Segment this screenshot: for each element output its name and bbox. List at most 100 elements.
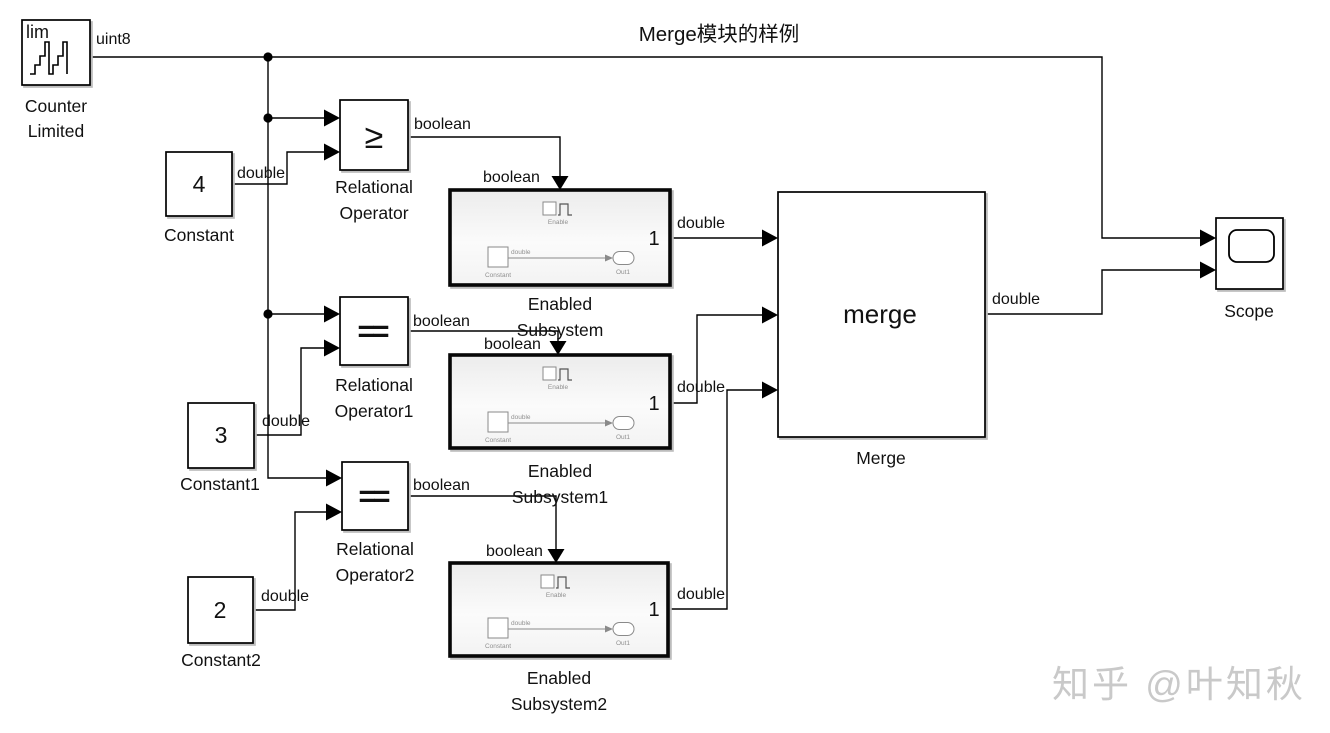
arrowhead-merge-in3 (762, 381, 778, 399)
signal-label-boolean-es1-enable: boolean (484, 336, 541, 353)
mini-out-label: Out1 (616, 269, 630, 276)
mini-out-label: Out1 (616, 434, 630, 441)
mini-arrowhead (605, 625, 613, 633)
signal-label-boolean-relop2: boolean (413, 477, 470, 494)
relational-operator1-block[interactable]: == (339, 296, 409, 366)
wire-es1-to-merge2[interactable] (670, 314, 762, 404)
constant1-body[interactable] (187, 402, 255, 469)
arrowhead-scope-in2 (1200, 261, 1216, 279)
constant2-block[interactable]: 2 (187, 576, 254, 644)
counter-waveform-icon (30, 41, 68, 75)
mini-constant-block (487, 617, 509, 639)
mini-arrowhead (605, 254, 613, 262)
relational-operator-body[interactable] (339, 99, 409, 171)
mini-out-port (612, 622, 635, 636)
constant-block[interactable]: 4 (165, 151, 233, 217)
wire-counter-to-scope[interactable] (90, 56, 1202, 239)
wire-relop1-to-es1[interactable] (408, 330, 559, 341)
counter-limited-lim-text: lim (26, 22, 49, 42)
scope-block[interactable] (1215, 217, 1284, 290)
relational-operator2-body[interactable] (341, 461, 409, 531)
signal-label-boolean-relop1: boolean (413, 313, 470, 330)
arrowhead-relop2-in2 (326, 503, 342, 521)
arrowhead-es-enable (551, 176, 569, 190)
mini-constant-block (487, 411, 509, 433)
enabled-subsystem-block[interactable]: Enable Constant double Out1 1 (448, 188, 672, 287)
preview-enable-label: Enable (548, 219, 569, 226)
wire-es2-to-merge3[interactable] (668, 389, 762, 610)
scope-label: Scope (1224, 301, 1274, 321)
mini-constant-label: Constant (485, 643, 511, 650)
signal-label-double-constant2: double (261, 588, 309, 605)
counter-limited-block[interactable]: lim (21, 19, 91, 86)
enable-pulse-icon (542, 366, 557, 381)
relational-operator2-block[interactable]: == (341, 461, 409, 531)
relational-operator-label-line2: Operator (339, 203, 408, 223)
arrowhead-es1-enable (549, 341, 567, 355)
enabled-subsystem1-block[interactable]: Enable Constant double Out1 1 (448, 353, 672, 450)
wire-constant2-to-relop2[interactable] (253, 511, 326, 611)
mini-out-port (612, 251, 635, 265)
mini-signal-label: double (511, 249, 531, 256)
constant1-label: Constant1 (180, 474, 260, 494)
wire-junction-vertical[interactable] (267, 57, 326, 479)
watermark: 知乎 @叶知秋 (1052, 664, 1306, 705)
wire-relop-to-es[interactable] (408, 136, 561, 176)
enabled-subsystem1-port-number: 1 (648, 393, 659, 415)
wire-constant-to-relop[interactable] (232, 151, 324, 185)
relational-operator-block[interactable]: ≥ (339, 99, 409, 171)
wire-relop2-to-es2[interactable] (408, 495, 557, 549)
constant2-value: 2 (214, 597, 227, 623)
junction-dot-relop (263, 113, 273, 123)
signal-label-boolean-relop: boolean (414, 116, 471, 133)
enabled-subsystem-port-number: 1 (648, 228, 659, 250)
relational-operator2-symbol: == (358, 480, 390, 513)
wire-merge-to-scope[interactable] (985, 269, 1202, 315)
constant-label: Constant (164, 225, 234, 245)
enabled-subsystem1-label-line1: Enabled (528, 461, 592, 481)
signal-label-uint8: uint8 (96, 31, 131, 48)
enable-pulse-icon (540, 574, 555, 589)
mini-arrowhead (605, 419, 613, 427)
signal-label-boolean-es-enable: boolean (483, 169, 540, 186)
mini-constant-label: Constant (485, 272, 511, 279)
enable-pulse-wave-icon (558, 368, 572, 381)
signal-label-double-es2-out: double (677, 586, 725, 603)
constant-body[interactable] (165, 151, 233, 217)
enabled-subsystem2-block[interactable]: Enable Constant double Out1 1 (448, 561, 670, 658)
preview-enable-label: Enable (546, 592, 567, 599)
mini-constant-block (487, 246, 509, 268)
enabled-subsystem1-label-line2: Subsystem1 (512, 487, 608, 507)
wire-constant1-to-relop1[interactable] (254, 347, 324, 436)
arrowhead-relop1-in2 (324, 339, 340, 357)
merge-body[interactable] (777, 191, 986, 438)
enabled-subsystem2-port-number: 1 (648, 599, 659, 621)
enabled-subsystem-label-line2: Subsystem (517, 320, 604, 340)
relational-operator-symbol: ≥ (365, 118, 384, 156)
constant2-body[interactable] (187, 576, 254, 644)
merge-label: Merge (856, 448, 906, 468)
mini-out-port (612, 416, 635, 430)
arrowhead-merge-in2 (762, 306, 778, 324)
signal-wires (90, 52, 1216, 611)
junction-dot-relop1 (263, 309, 273, 319)
enabled-subsystem-label-line1: Enabled (528, 294, 592, 314)
arrowhead-relop2-in1 (326, 469, 342, 487)
enabled-subsystem2-body[interactable] (448, 561, 670, 658)
relational-operator1-body[interactable] (339, 296, 409, 366)
enable-pulse-wave-icon (556, 576, 570, 589)
constant1-block[interactable]: 3 (187, 402, 255, 469)
relational-operator2-label-line1: Relational (336, 539, 414, 559)
mini-constant-label: Constant (485, 437, 511, 444)
merge-text: merge (843, 299, 917, 329)
enable-pulse-icon (542, 201, 557, 216)
signal-label-double-constant: double (237, 165, 285, 182)
scope-screen-icon (1228, 229, 1275, 263)
arrowhead-scope-in1 (1200, 229, 1216, 247)
merge-block[interactable]: merge (777, 191, 986, 438)
arrowhead-relop1-in1 (324, 305, 340, 323)
arrowhead-merge-in1 (762, 229, 778, 247)
mini-out-label: Out1 (616, 640, 630, 647)
enabled-subsystem2-label-line2: Subsystem2 (511, 694, 607, 714)
signal-label-double-constant1: double (262, 413, 310, 430)
